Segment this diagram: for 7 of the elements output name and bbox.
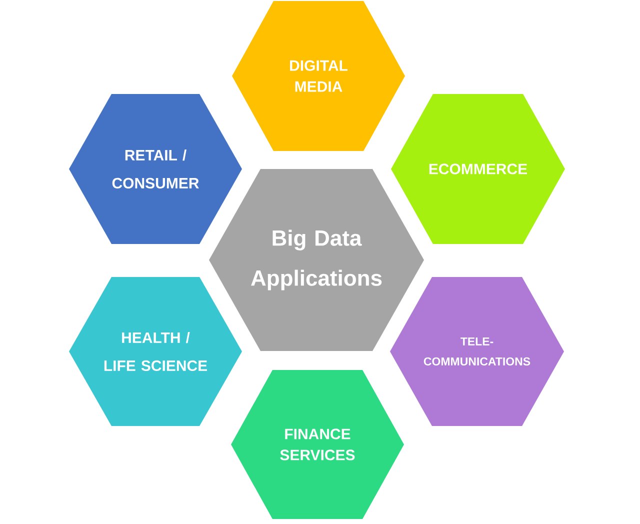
hexagon: RETAIL / CONSUMER — [69, 94, 242, 244]
hexagon: HEALTH / LIFE SCIENCE — [69, 277, 242, 426]
hexagon: ECOMMERCE — [391, 94, 565, 244]
hexagon: TELE- COMMUNICATIONS — [390, 277, 564, 426]
hexagon: DIGITAL MEDIA — [232, 1, 405, 151]
hexagon: Big Data Applications — [209, 169, 424, 351]
hexagon: FINANCE SERVICES — [231, 370, 404, 519]
